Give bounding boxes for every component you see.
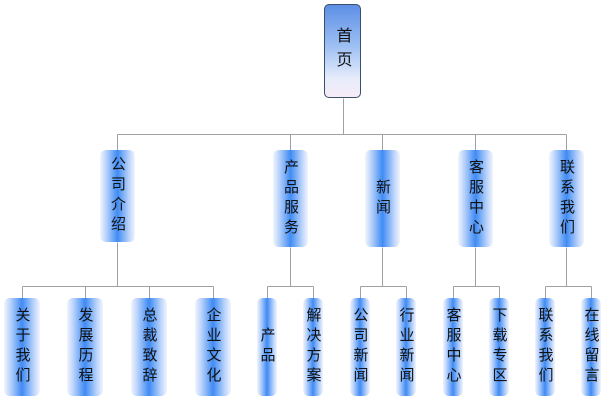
- node-company-news[interactable]: 公司新闻: [350, 298, 370, 396]
- node-products-services[interactable]: 产品服务: [273, 150, 308, 247]
- node-history[interactable]: 发展历程: [67, 298, 103, 396]
- node-solutions[interactable]: 解决方案: [303, 298, 323, 396]
- node-home-label: 首页: [333, 27, 353, 75]
- node-label: 联系我们: [558, 158, 576, 239]
- node-label: 关于我们: [13, 307, 32, 387]
- node-label: 公司介绍: [109, 156, 127, 236]
- node-label: 联系我们: [536, 307, 555, 387]
- node-news[interactable]: 新闻: [365, 150, 400, 247]
- node-online-message[interactable]: 在线留言: [581, 298, 601, 396]
- node-label: 总裁致辞: [140, 307, 159, 387]
- node-label: 解决方案: [304, 307, 323, 387]
- node-contact-us-sub[interactable]: 联系我们: [535, 298, 555, 396]
- node-label: 产品: [258, 327, 277, 367]
- node-corporate-culture[interactable]: 企业文化: [195, 298, 231, 396]
- node-label: 下载专区: [490, 307, 509, 387]
- node-label: 公司新闻: [351, 307, 370, 387]
- node-home[interactable]: 首页: [324, 4, 361, 98]
- node-ceo-message[interactable]: 总裁致辞: [131, 298, 167, 396]
- node-label: 发展历程: [76, 307, 95, 387]
- node-service-center-sub[interactable]: 客服中心: [443, 298, 463, 396]
- node-products[interactable]: 产品: [257, 298, 277, 396]
- node-label: 新闻: [374, 178, 392, 219]
- node-company-intro[interactable]: 公司介绍: [100, 150, 135, 242]
- node-industry-news[interactable]: 行业新闻: [396, 298, 416, 396]
- node-label: 客服中心: [467, 158, 485, 239]
- node-label: 企业文化: [204, 307, 223, 387]
- node-download-area[interactable]: 下载专区: [489, 298, 509, 396]
- node-label: 客服中心: [444, 307, 463, 387]
- node-about-us[interactable]: 关于我们: [4, 298, 40, 396]
- node-label: 行业新闻: [397, 307, 416, 387]
- node-service-center[interactable]: 客服中心: [458, 150, 493, 247]
- node-label: 在线留言: [582, 307, 601, 387]
- node-label: 产品服务: [282, 158, 300, 239]
- node-contact-us[interactable]: 联系我们: [549, 150, 584, 247]
